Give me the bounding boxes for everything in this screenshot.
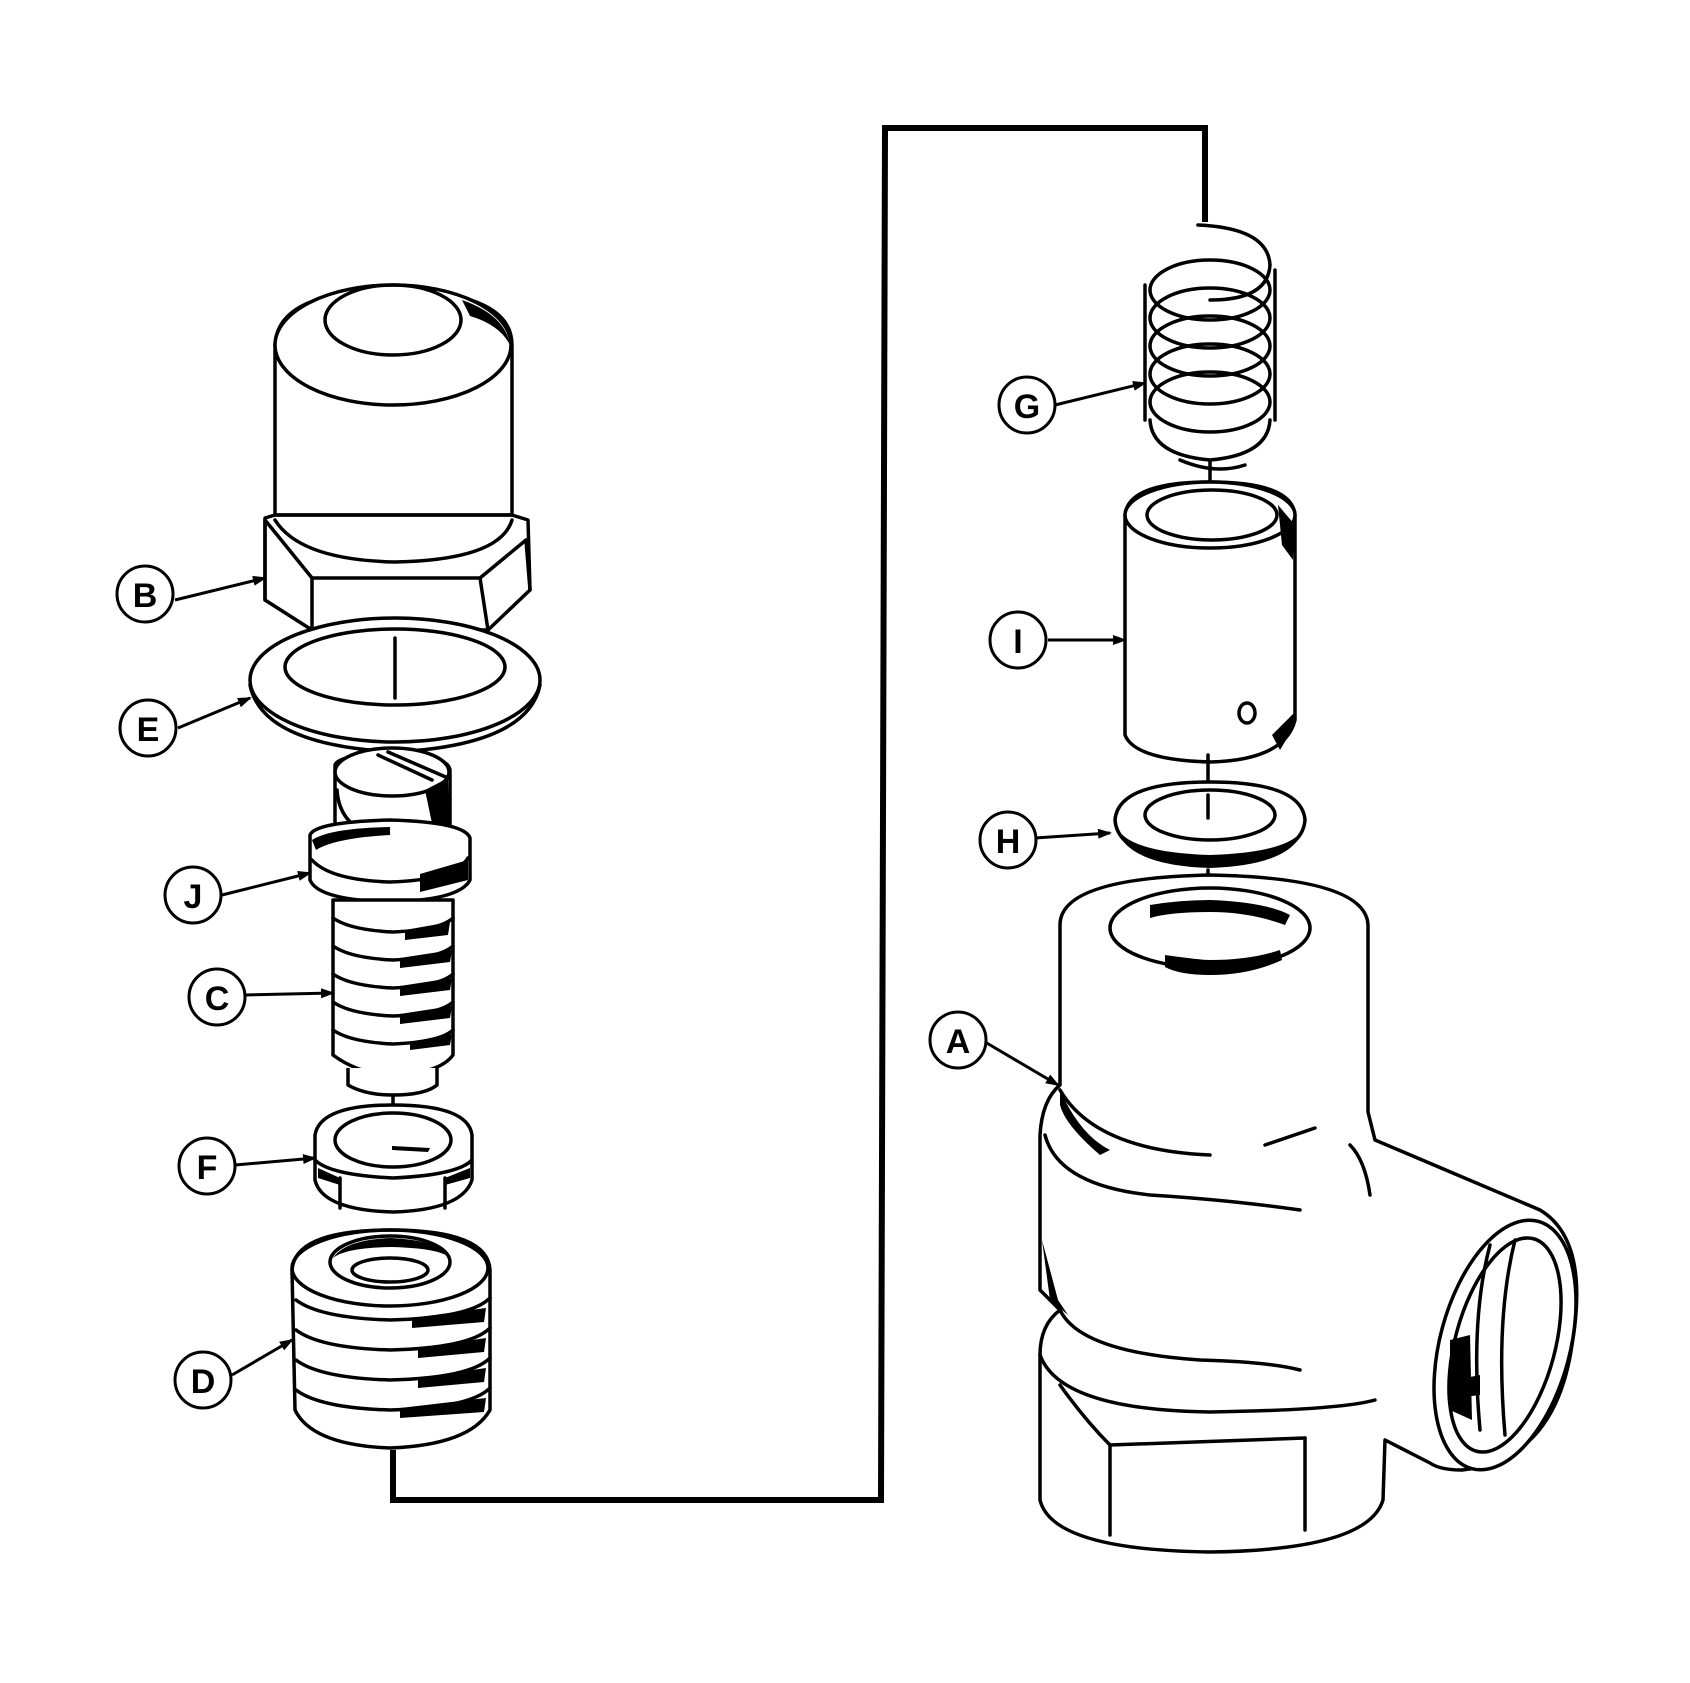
part-d-bushing (290, 1228, 492, 1450)
callout-h-label: H (996, 823, 1021, 861)
callout-b-label: B (133, 577, 158, 615)
callout-a: A (928, 1010, 988, 1070)
callout-g-label: G (1014, 388, 1040, 426)
callout-f: F (177, 1136, 237, 1196)
callout-i: I (988, 610, 1048, 670)
part-g-spring (1143, 223, 1277, 512)
callout-c: C (187, 967, 247, 1027)
callout-a-label: A (946, 1023, 971, 1061)
part-c-stem (308, 746, 472, 1097)
callout-b: B (115, 564, 175, 624)
callout-e-label: E (137, 711, 160, 749)
part-b-cap (263, 283, 532, 632)
callout-j: J (163, 865, 223, 925)
callout-f-label: F (197, 1149, 218, 1187)
callout-j-label: J (184, 878, 203, 916)
part-e-washer (248, 616, 542, 754)
part-h-washer (1113, 780, 1307, 920)
part-a-valve-body (1038, 873, 1579, 1554)
callout-h: H (978, 810, 1038, 870)
callout-i-label: I (1013, 623, 1022, 661)
part-i-sleeve (1123, 480, 1297, 782)
callout-c-label: C (205, 980, 230, 1018)
assembly-connector-line (390, 125, 1208, 1503)
callout-d: D (173, 1350, 233, 1410)
part-f-nut (313, 1095, 474, 1214)
callout-g: G (997, 375, 1057, 435)
leader-lines (174, 380, 1147, 1377)
callout-d-label: D (191, 1363, 216, 1401)
callout-e: E (118, 698, 178, 758)
